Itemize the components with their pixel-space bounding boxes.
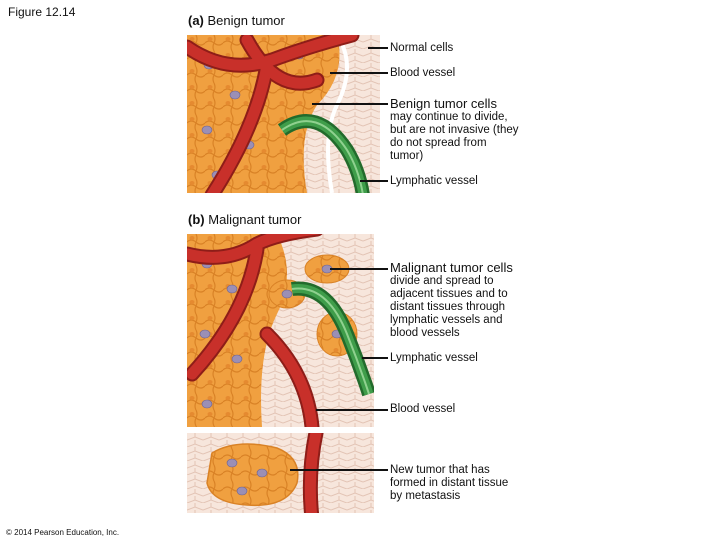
label-new-tumor: New tumor that has formed in distant tis… <box>390 464 509 502</box>
metastasis-illustration <box>187 433 374 513</box>
panel-b-title: (b) Malignant tumor <box>188 212 301 227</box>
label-blood-vessel-b: Blood vessel <box>390 403 456 415</box>
label-benign-cells-desc: may continue to divide, but are not inva… <box>390 111 519 162</box>
leader-malignant-cells <box>330 268 388 270</box>
label-benign-cells-heading: Benign tumor cells <box>390 96 497 111</box>
figure-number: Figure 12.14 <box>8 5 76 19</box>
leader-blood-vessel-b <box>316 409 388 411</box>
copyright: © 2014 Pearson Education, Inc. <box>6 528 120 537</box>
leader-normal-cells <box>368 47 388 49</box>
label-malignant-cells-heading: Malignant tumor cells <box>390 260 513 275</box>
panel-a-title: (a) Benign tumor <box>188 13 285 28</box>
label-lymphatic-b: Lymphatic vessel <box>390 352 478 364</box>
leader-lymphatic-b <box>362 357 388 359</box>
label-normal-cells: Normal cells <box>390 42 454 54</box>
leader-lymphatic-a <box>360 180 388 182</box>
leader-new-tumor <box>290 469 388 471</box>
panel-b-letter: (b) <box>188 212 205 227</box>
panel-a-title-text: Benign tumor <box>207 13 285 28</box>
panel-a-letter: (a) <box>188 13 204 28</box>
label-malignant-cells-desc: divide and spread to adjacent tissues an… <box>390 275 508 339</box>
panel-b-title-text: Malignant tumor <box>208 212 302 227</box>
malignant-tumor-illustration <box>187 234 374 427</box>
leader-blood-vessel-a <box>330 72 388 74</box>
label-blood-vessel-a: Blood vessel <box>390 67 456 79</box>
leader-benign-cells <box>312 103 388 105</box>
label-lymphatic-a: Lymphatic vessel <box>390 175 478 187</box>
benign-tumor-illustration <box>187 35 380 193</box>
